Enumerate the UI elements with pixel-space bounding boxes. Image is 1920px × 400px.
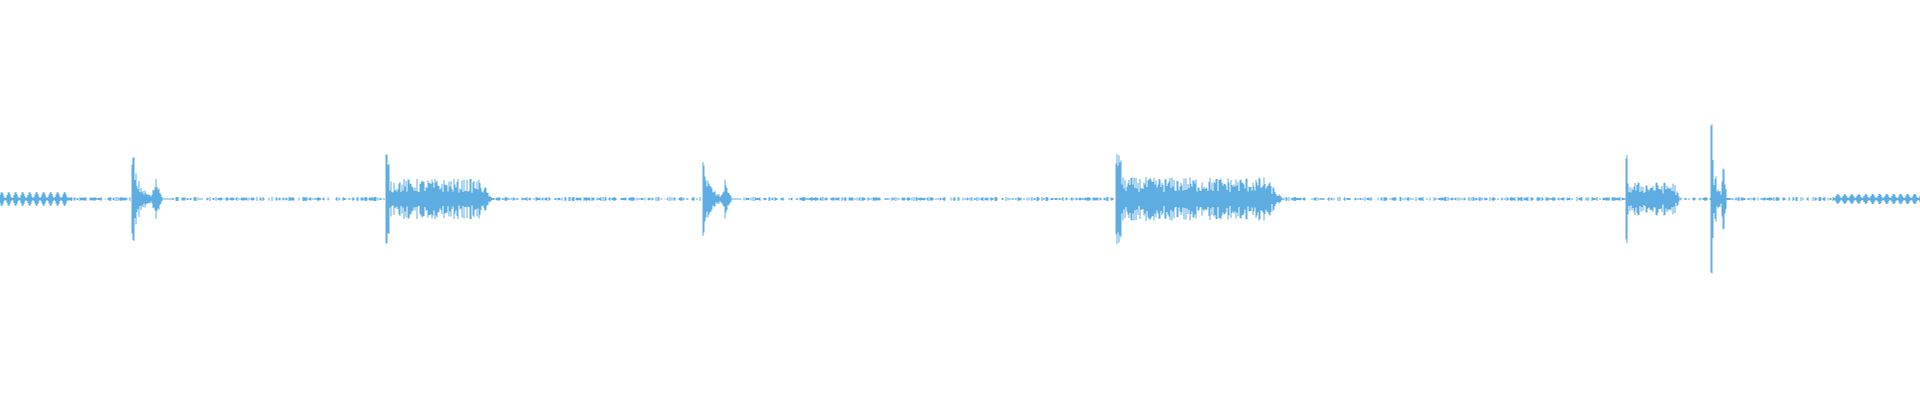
waveform-path-group: [0, 124, 1920, 274]
